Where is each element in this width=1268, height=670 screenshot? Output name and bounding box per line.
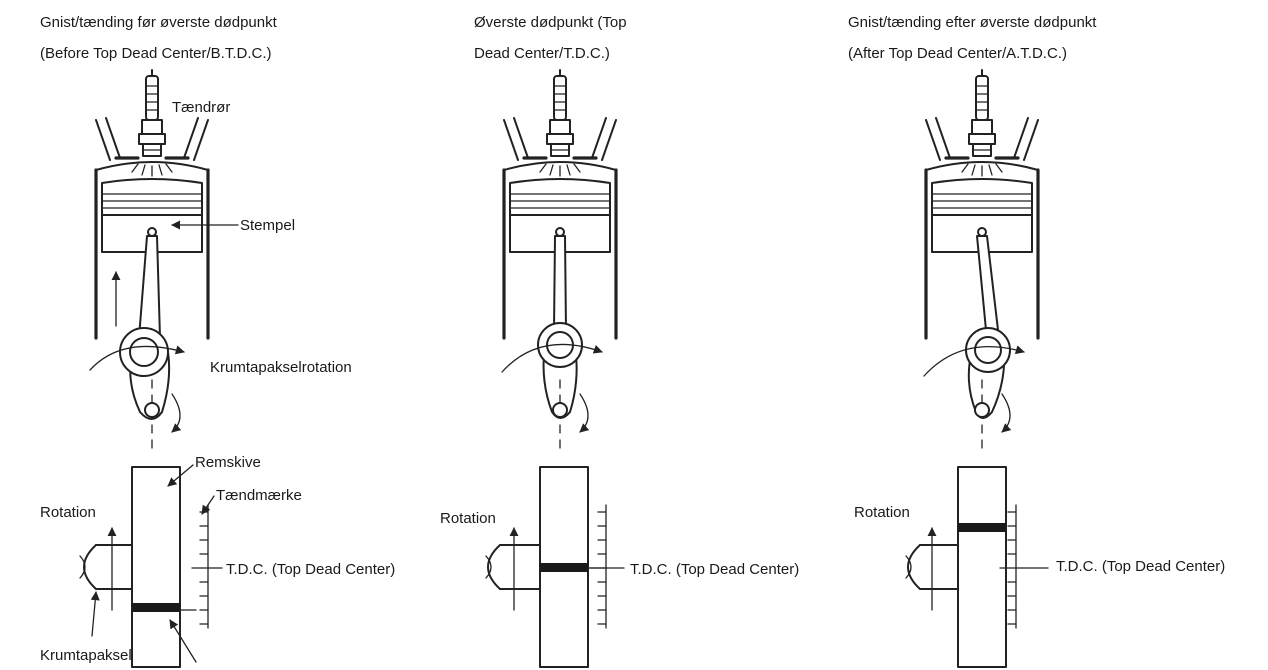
mark-leader	[169, 619, 197, 663]
rotation-label-atdc: Rotation	[854, 504, 910, 521]
rotation-label-btdc: Rotation	[40, 504, 96, 521]
pulley-leader	[167, 464, 194, 487]
panel-atdc: Gnist/tænding efter øverste dødpunkt (Af…	[848, 14, 1225, 668]
panel-tdc: Øverste dødpunkt (Top Dead Center/T.D.C.…	[440, 14, 799, 668]
panel-tdc-title-line2: Dead Center/T.D.C.)	[474, 45, 610, 62]
tdc-label-tdc: T.D.C. (Top Dead Center)	[630, 561, 799, 578]
timing-mark-leader	[201, 495, 215, 515]
engine-tdc	[501, 68, 618, 456]
engine-btdc	[89, 68, 210, 456]
tdc-label-btdc: T.D.C. (Top Dead Center)	[226, 561, 395, 578]
pulley-tdc	[485, 466, 625, 668]
panel-atdc-title-line2: (After Top Dead Center/A.T.D.C.)	[848, 45, 1067, 62]
panel-atdc-title-line1: Gnist/tænding efter øverste dødpunkt	[848, 14, 1097, 31]
spark-plug-label: Tændrør	[172, 99, 230, 116]
panel-btdc: Gnist/tænding før øverste dødpunkt (Befo…	[40, 14, 395, 668]
rotation-label-tdc: Rotation	[440, 510, 496, 527]
piston-label: Stempel	[240, 217, 295, 234]
pulley-btdc	[79, 466, 223, 668]
pulley-atdc	[905, 466, 1049, 668]
engine-atdc	[923, 68, 1040, 456]
tdc-label-atdc: T.D.C. (Top Dead Center)	[1056, 558, 1225, 575]
crankshaft-label: Krumtapaksel	[40, 647, 132, 664]
pulley-label: Remskive	[195, 454, 261, 471]
crankshaft-leader	[90, 591, 100, 637]
panel-tdc-title-line1: Øverste dødpunkt (Top	[474, 14, 627, 31]
panel-btdc-title-line1: Gnist/tænding før øverste dødpunkt	[40, 14, 278, 31]
crank-rotation-label: Krumtapakselrotation	[210, 359, 352, 376]
panel-btdc-title-line2: (Before Top Dead Center/B.T.D.C.)	[40, 45, 272, 62]
timing-mark-label: Tændmærke	[216, 487, 302, 504]
